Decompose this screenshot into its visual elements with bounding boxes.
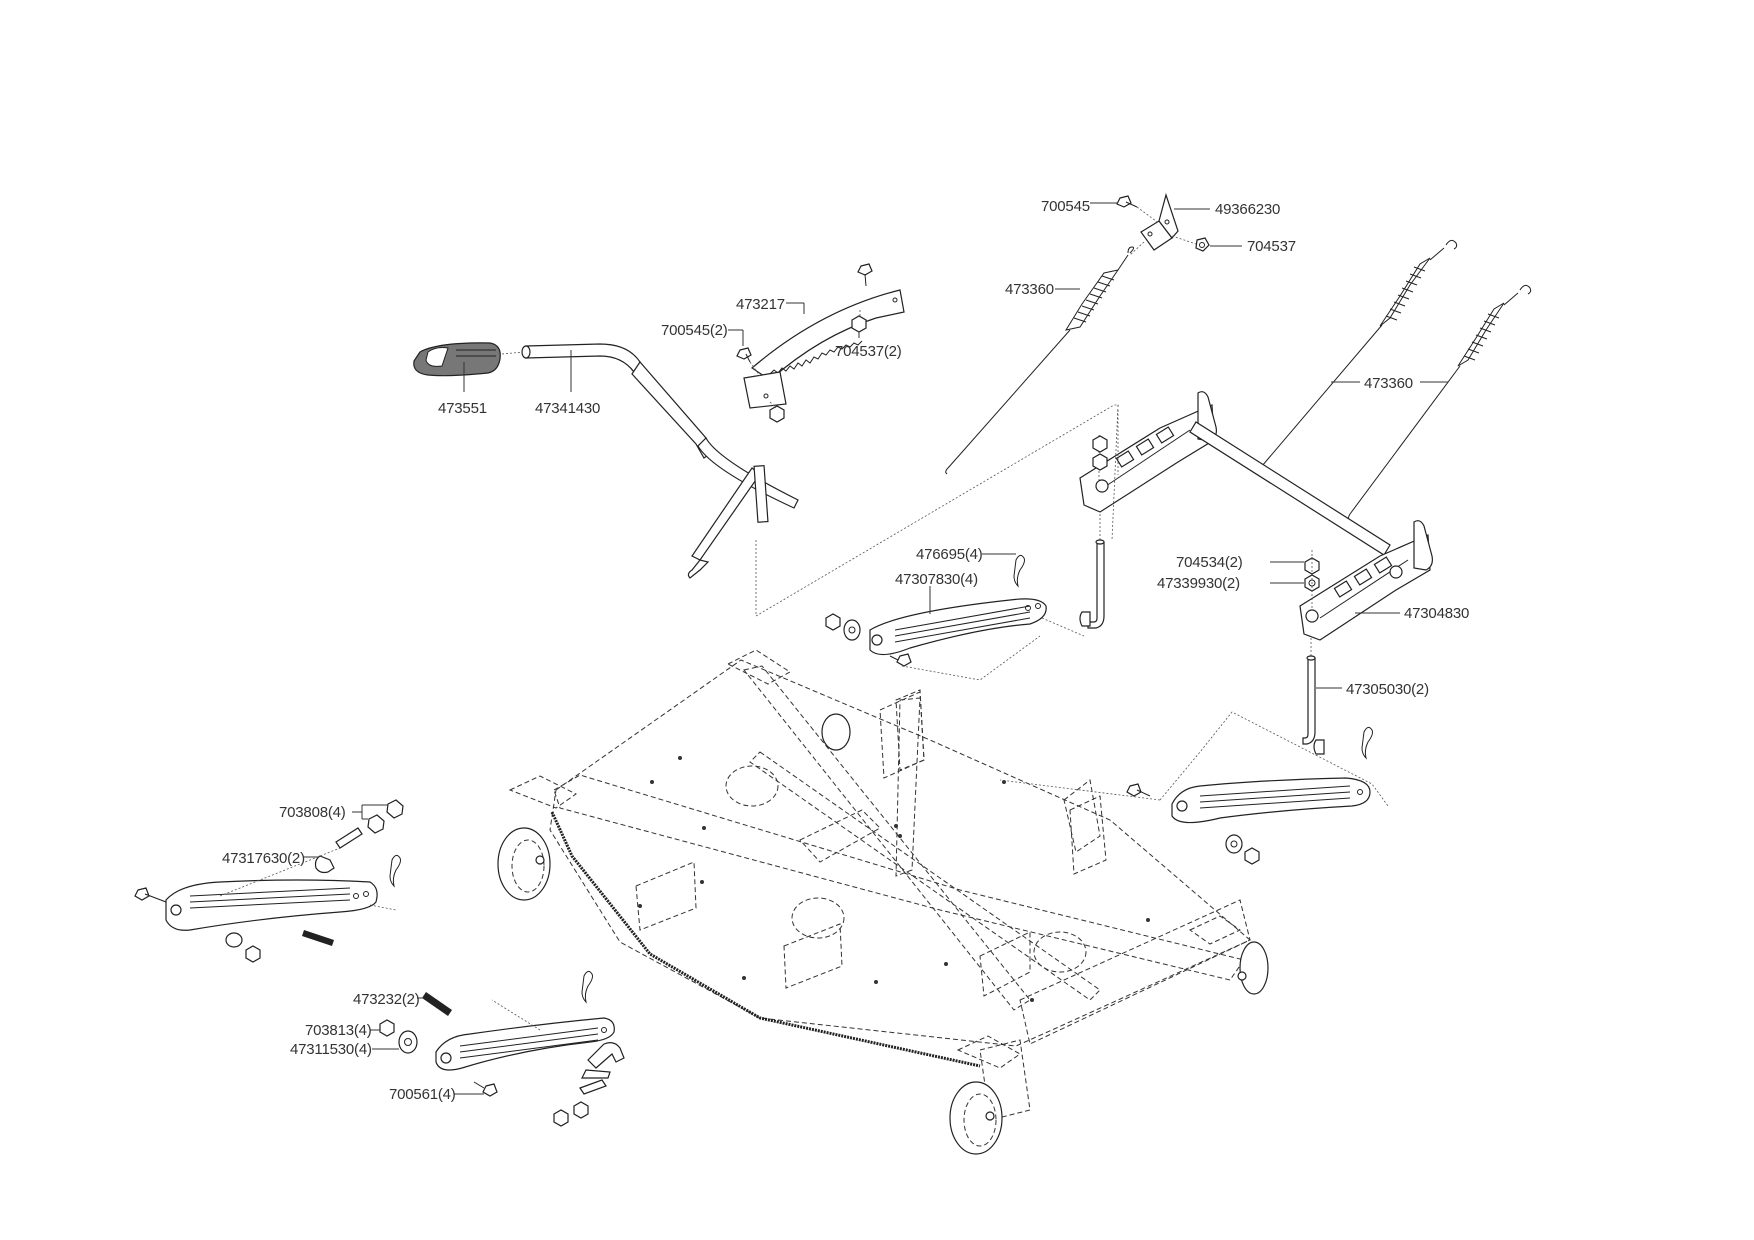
label-grip: 473551 (438, 400, 487, 417)
washer-icon (225, 932, 243, 948)
lift-handle: 473551 47341430 (413, 342, 799, 579)
bolt-icon (1126, 783, 1151, 797)
label-nut-lower: 703813(4) (305, 1022, 372, 1039)
nut-icon (1195, 237, 1210, 252)
link-arm-upper (869, 598, 1047, 656)
bolt-icon (1116, 195, 1138, 208)
pin-rod-left (1079, 514, 1105, 629)
nut-icon (769, 405, 785, 423)
coil-spring-icon (422, 992, 452, 1016)
label-link-arm-upper: 47307830(4) (895, 571, 978, 588)
angle-bracket-icon (1140, 192, 1179, 251)
bolt-icon (889, 653, 912, 667)
nut-icon (851, 315, 867, 333)
hairpin-clip-icon (1013, 554, 1025, 588)
quadrant-bracket (743, 289, 905, 409)
handle-grip-icon (413, 342, 501, 377)
bolt-icon (857, 263, 873, 287)
coil-spring-icon (1064, 269, 1120, 331)
mower-deck-frame (497, 649, 1269, 1155)
left-hardware-group: 703808(4) 47317630(2) (134, 799, 404, 963)
label-nut-top: 704537 (1247, 238, 1296, 255)
label-spring-right: 473360 (1364, 375, 1413, 392)
washer-icon (843, 619, 861, 641)
coil-spring-icon (302, 930, 334, 946)
spring-right-2 (1348, 284, 1532, 521)
nut-pair-left-shaft (1092, 410, 1119, 480)
nut-icon (367, 814, 385, 834)
label-spring-small: 473232(2) (353, 991, 420, 1008)
roller-wheel-icon (497, 827, 551, 901)
hairpin-clip-icon (389, 854, 401, 888)
spring-right-1 (1260, 239, 1458, 473)
label-hairpin-upper: 476695(4) (916, 546, 983, 563)
nut-icon (573, 1101, 589, 1119)
nut-icon (553, 1109, 569, 1127)
washer-icon (398, 1030, 418, 1054)
hairpin-clip-icon (1361, 726, 1373, 760)
label-nut-right: 704534(2) (1176, 554, 1243, 571)
nut-icon (379, 1019, 395, 1037)
label-bushing-right: 47339930(2) (1157, 575, 1240, 592)
label-lift-handle: 47341430 (535, 400, 600, 417)
label-spring-left: 473360 (1005, 281, 1054, 298)
nut-icon (1244, 847, 1260, 865)
bolt-icon (736, 347, 752, 363)
label-washer-lower: 47311530(4) (290, 1041, 372, 1058)
label-quadrant-bolt: 700545(2) (661, 322, 728, 339)
bolt-icon (134, 887, 167, 903)
roller-wheel-icon (821, 713, 851, 751)
link-arm-right (1171, 777, 1371, 824)
lower-left-hardware-group: 473232(2) 703813(4) 47311530(4) 700561(4… (290, 970, 625, 1127)
nut-icon (825, 613, 841, 631)
label-lift-shaft: 47304830 (1404, 605, 1469, 622)
label-pin-left: 47317630(2) (222, 850, 305, 867)
nut-icon (245, 945, 261, 963)
label-nut-left-pair: 703808(4) (279, 804, 346, 821)
label-quadrant: 473217 (736, 296, 785, 313)
label-quadrant-nut: 704537(2) (835, 343, 902, 360)
roller-wheel-icon (1237, 941, 1269, 995)
label-pin-rod: 47305030(2) (1346, 681, 1429, 698)
label-bolt-lower: 700561(4) (389, 1086, 456, 1103)
roller-wheel-icon (949, 1081, 1003, 1155)
lift-shaft-assembly (1079, 391, 1433, 641)
washer-icon (1225, 834, 1243, 854)
hairpin-clip-icon (581, 970, 593, 1004)
label-bracket: 49366230 (1215, 201, 1280, 218)
pin-rod-right (1302, 638, 1325, 755)
label-bolt-top: 700545 (1041, 198, 1090, 215)
bolt-icon (473, 1081, 498, 1097)
top-bracket-group: 700545 49366230 704537 (1041, 192, 1296, 255)
spring-left: 473360 (945, 241, 1145, 475)
nut-icon (386, 799, 404, 819)
